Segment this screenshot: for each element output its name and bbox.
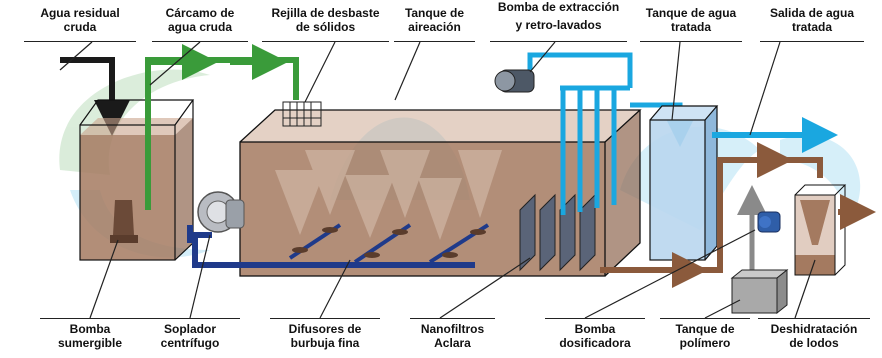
screen-grate-icon [282,101,322,127]
air-supply-pipe [192,232,475,268]
submersible-pump-icon [110,200,138,243]
leader-lines [59,41,816,319]
diffuser-bubbles [275,150,502,240]
nanofilter-membranes [519,193,596,272]
extraction-pump-icon [494,69,535,93]
dosing-pump-icon [757,211,781,233]
raw-water-pipe [60,57,130,136]
centrifugal-blower-icon [197,191,245,233]
permeate-pipes [527,52,695,215]
polymer-tank [730,268,789,315]
treated-water-tank [649,105,719,261]
sludge-dewatering-unit [794,184,847,276]
pump-discharge-pipe [145,57,299,210]
diffuser-heads [292,227,486,258]
